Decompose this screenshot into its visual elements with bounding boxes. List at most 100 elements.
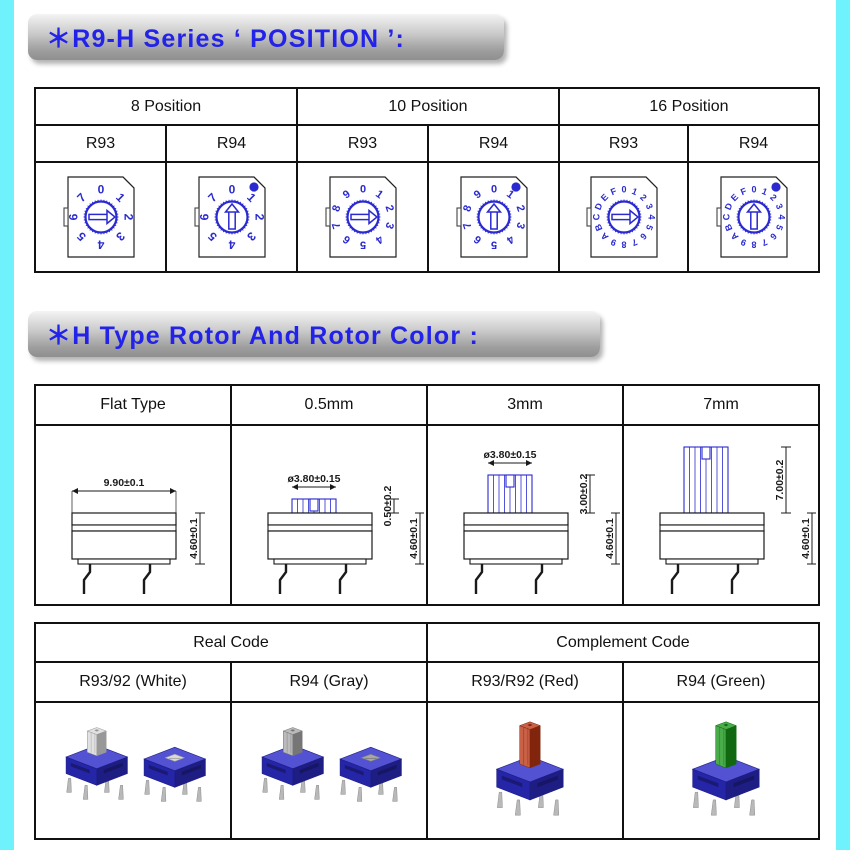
svg-text:8: 8 bbox=[461, 204, 474, 214]
rotor-drawing-cell-7mm: 7.00±0.2 4.60±0.1 bbox=[624, 425, 818, 604]
svg-text:4: 4 bbox=[646, 215, 656, 220]
svg-text:1: 1 bbox=[760, 186, 768, 197]
model-cell-2: R93 bbox=[298, 126, 429, 162]
photo-cell-white bbox=[36, 702, 232, 839]
svg-text:6: 6 bbox=[66, 214, 80, 221]
svg-text:6: 6 bbox=[197, 214, 211, 221]
color-item-green-label: R94 (Green) bbox=[676, 672, 766, 690]
svg-text:0.50±0.2: 0.50±0.2 bbox=[382, 485, 394, 526]
svg-text:ø3.80±0.15: ø3.80±0.15 bbox=[287, 473, 340, 485]
svg-text:5: 5 bbox=[643, 223, 654, 231]
position-model-row: R93 R94 R93 R94 R93 R94 bbox=[36, 126, 818, 164]
rotor-drawing-05mm: ø3.80±0.15 0.50±0.2 4.60±0.1 bbox=[232, 426, 426, 604]
svg-text:3: 3 bbox=[382, 221, 395, 231]
rotor-col-header-3mm: 3mm bbox=[428, 386, 624, 424]
svg-text:1: 1 bbox=[630, 186, 638, 197]
banner-rotor-label: ＊H Type Rotor And Rotor Color : bbox=[46, 322, 479, 350]
color-group-real: Real Code bbox=[36, 624, 428, 662]
svg-text:4.60±0.1: 4.60±0.1 bbox=[800, 518, 812, 559]
color-code-group-row: Real Code Complement Code bbox=[36, 624, 818, 664]
svg-text:4.60±0.1: 4.60±0.1 bbox=[408, 518, 420, 559]
model-label-4: R93 bbox=[608, 134, 639, 152]
svg-text:7: 7 bbox=[330, 221, 343, 231]
model-cell-1: R94 bbox=[167, 126, 298, 162]
position-table: 8 Position 10 Position 16 Position R93 R… bbox=[34, 87, 820, 273]
svg-text:3: 3 bbox=[513, 221, 526, 231]
svg-text:7: 7 bbox=[461, 221, 474, 231]
svg-text:2: 2 bbox=[252, 214, 266, 221]
svg-text:3: 3 bbox=[643, 202, 654, 210]
model-cell-3: R94 bbox=[429, 126, 560, 162]
svg-text:0: 0 bbox=[359, 184, 365, 196]
product-photo-green bbox=[624, 703, 818, 838]
svg-text:E: E bbox=[728, 192, 739, 203]
position-group-8-label: 8 Position bbox=[130, 97, 202, 115]
rotor-drawing-7mm: 7.00±0.2 4.60±0.1 bbox=[624, 426, 818, 604]
banner-rotor: ＊H Type Rotor And Rotor Color : bbox=[28, 311, 600, 357]
color-item-white-label: R93/92 (White) bbox=[79, 672, 187, 690]
product-photo-gray bbox=[232, 703, 426, 838]
svg-text:2: 2 bbox=[638, 192, 649, 203]
position-group-10: 10 Position bbox=[298, 89, 560, 125]
rotor-type-table: Flat Type 0.5mm 3mm 7mm 9.90±0.1 4.60±0.1… bbox=[34, 384, 820, 606]
svg-text:6: 6 bbox=[768, 231, 779, 242]
rotor-drawing-row: 9.90±0.1 4.60±0.1 ø3.80±0.15 0.50±0.2 4.60±… bbox=[36, 425, 818, 604]
photo-cell-red bbox=[428, 702, 624, 839]
svg-text:4.60±0.1: 4.60±0.1 bbox=[188, 518, 200, 559]
svg-text:8: 8 bbox=[751, 240, 756, 250]
model-label-5: R94 bbox=[738, 134, 769, 152]
svg-text:B: B bbox=[722, 222, 734, 232]
color-item-white: R93/92 (White) bbox=[36, 663, 232, 701]
color-item-red-label: R93/R92 (Red) bbox=[471, 672, 579, 690]
svg-text:2: 2 bbox=[382, 204, 395, 214]
rotor-col-header-flat: Flat Type bbox=[36, 386, 232, 424]
page-inner: ＊R9-H Series ‘ POSITION ’: 8 Position 10… bbox=[14, 0, 836, 850]
svg-text:0: 0 bbox=[751, 185, 756, 195]
color-code-item-row: R93/92 (White) R94 (Gray) R93/R92 (Red) … bbox=[36, 663, 818, 703]
svg-text:9: 9 bbox=[609, 237, 617, 248]
rotor-col-label-flat: Flat Type bbox=[100, 395, 166, 413]
model-label-1: R94 bbox=[216, 134, 247, 152]
rotor-drawing-cell-flat: 9.90±0.1 4.60±0.1 bbox=[36, 425, 232, 604]
svg-text:F: F bbox=[739, 186, 748, 198]
product-photo-red bbox=[428, 703, 622, 838]
rotor-col-label-05mm: 0.5mm bbox=[304, 395, 354, 413]
position-group-16-label: 16 Position bbox=[649, 97, 729, 115]
svg-text:2: 2 bbox=[768, 192, 779, 203]
rotor-col-label-3mm: 3mm bbox=[507, 395, 543, 413]
photo-cell-gray bbox=[232, 702, 428, 839]
svg-text:B: B bbox=[592, 222, 604, 232]
banner-position-label: ＊R9-H Series ‘ POSITION ’: bbox=[46, 25, 406, 53]
svg-text:6: 6 bbox=[638, 231, 649, 242]
svg-text:8: 8 bbox=[330, 204, 343, 214]
svg-text:0: 0 bbox=[228, 183, 235, 197]
svg-text:3.00±0.2: 3.00±0.2 bbox=[578, 473, 590, 514]
color-item-red: R93/R92 (Red) bbox=[428, 663, 624, 701]
svg-text:7.00±0.2: 7.00±0.2 bbox=[774, 459, 786, 500]
svg-text:2: 2 bbox=[513, 204, 526, 214]
svg-text:7: 7 bbox=[760, 237, 768, 248]
color-code-photo-row bbox=[36, 702, 818, 839]
position-group-10-label: 10 Position bbox=[388, 97, 468, 115]
svg-text:9.90±0.1: 9.90±0.1 bbox=[104, 477, 145, 489]
svg-text:4.60±0.1: 4.60±0.1 bbox=[604, 518, 616, 559]
model-cell-4: R93 bbox=[560, 126, 689, 162]
color-item-green: R94 (Green) bbox=[624, 663, 818, 701]
svg-text:0: 0 bbox=[621, 185, 626, 195]
svg-text:8: 8 bbox=[621, 240, 626, 250]
color-group-complement-label: Complement Code bbox=[556, 633, 690, 651]
banner-position: ＊R9-H Series ‘ POSITION ’: bbox=[28, 14, 504, 60]
rotor-header-row: Flat Type 0.5mm 3mm 7mm bbox=[36, 386, 818, 426]
position-group-16: 16 Position bbox=[560, 89, 818, 125]
